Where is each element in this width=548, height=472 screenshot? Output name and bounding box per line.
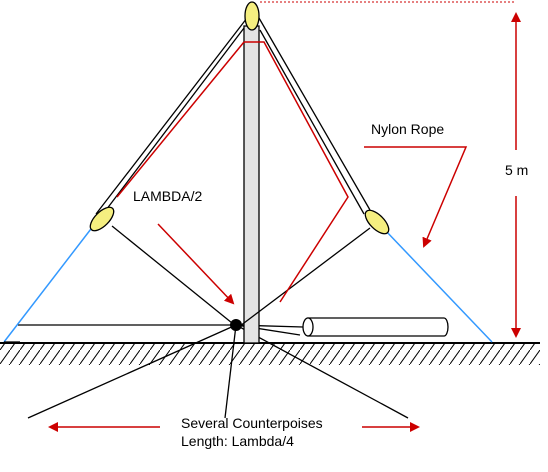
counterpoises [18,324,409,419]
nylon-rope-arrow [364,146,468,248]
counterpoise-length-label: Length: Lambda/4 [181,433,294,449]
feed-point [230,319,242,331]
height-label: 5 m [505,162,529,178]
mast [243,25,260,344]
antenna-wire-left [95,17,248,324]
insulator-right [364,209,390,235]
insulators [89,1,390,235]
ground [0,342,540,365]
counterpoises-label: Several Counterpoises [181,415,323,431]
lambda-arrow [157,223,235,305]
insulator-top [244,1,260,31]
insulator-left [89,206,115,232]
lambda-half-label: LAMBDA/2 [133,188,203,204]
nylon-ropes [3,224,493,343]
antenna-highlight [116,41,349,303]
callout-arrows [157,146,468,305]
antenna-wire-right [239,17,371,327]
nylon-rope-label: Nylon Rope [371,121,445,137]
coax-cable [235,317,449,337]
